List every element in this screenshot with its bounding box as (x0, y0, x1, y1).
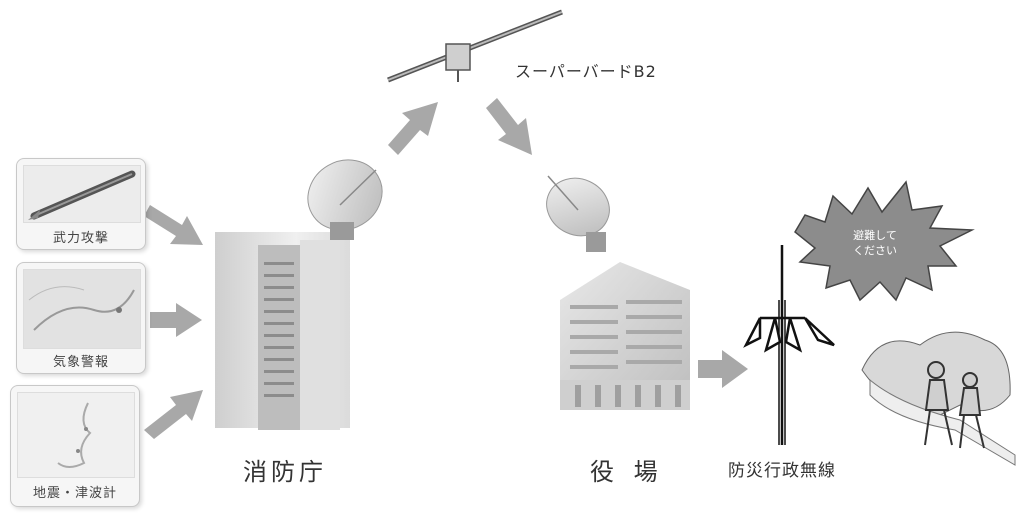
arrow-sat-to-office (486, 98, 532, 155)
speech-line-1: 避難して (853, 229, 897, 242)
town-office-building (560, 262, 690, 410)
arrow-attack-to-fire (144, 205, 203, 245)
input-label: 気象警報 (52, 355, 109, 370)
arrow-weather-to-fire (150, 303, 202, 337)
speech-line-2: ください (853, 244, 897, 257)
fire-agency-dish-icon (307, 159, 383, 240)
town-office-label: 役 場 (590, 458, 664, 486)
input-panel-earthquake-tsunami: 地震・津波計 (10, 385, 140, 507)
satellite-icon (387, 9, 563, 83)
arrow-fire-to-sat (388, 102, 438, 155)
speech-bubble-text: 避難して ください (820, 228, 930, 258)
fire-agency-building (215, 232, 350, 430)
satellite-label: スーパーバードB2 (515, 62, 657, 81)
input-label: 地震・津波計 (32, 486, 117, 501)
seismic-map-image (17, 392, 135, 478)
speech-bubble-shape (794, 180, 975, 302)
input-label: 武力攻撃 (52, 231, 109, 246)
arrow-office-to-radio (698, 350, 748, 388)
radio-tower-icon (743, 245, 835, 445)
fire-agency-label: 消防庁 (243, 458, 327, 486)
arrow-quake-to-fire (144, 390, 203, 439)
hikers-illustration (861, 331, 1016, 466)
input-panel-weather-warning: 気象警報 (16, 262, 146, 374)
radio-label: 防災行政無線 (728, 461, 836, 481)
flow-arrows (144, 98, 748, 439)
input-panel-armed-attack: 武力攻撃 (16, 158, 146, 250)
town-office-dish-icon (546, 175, 610, 252)
weather-map-image (23, 269, 141, 349)
missile-image (23, 165, 141, 223)
